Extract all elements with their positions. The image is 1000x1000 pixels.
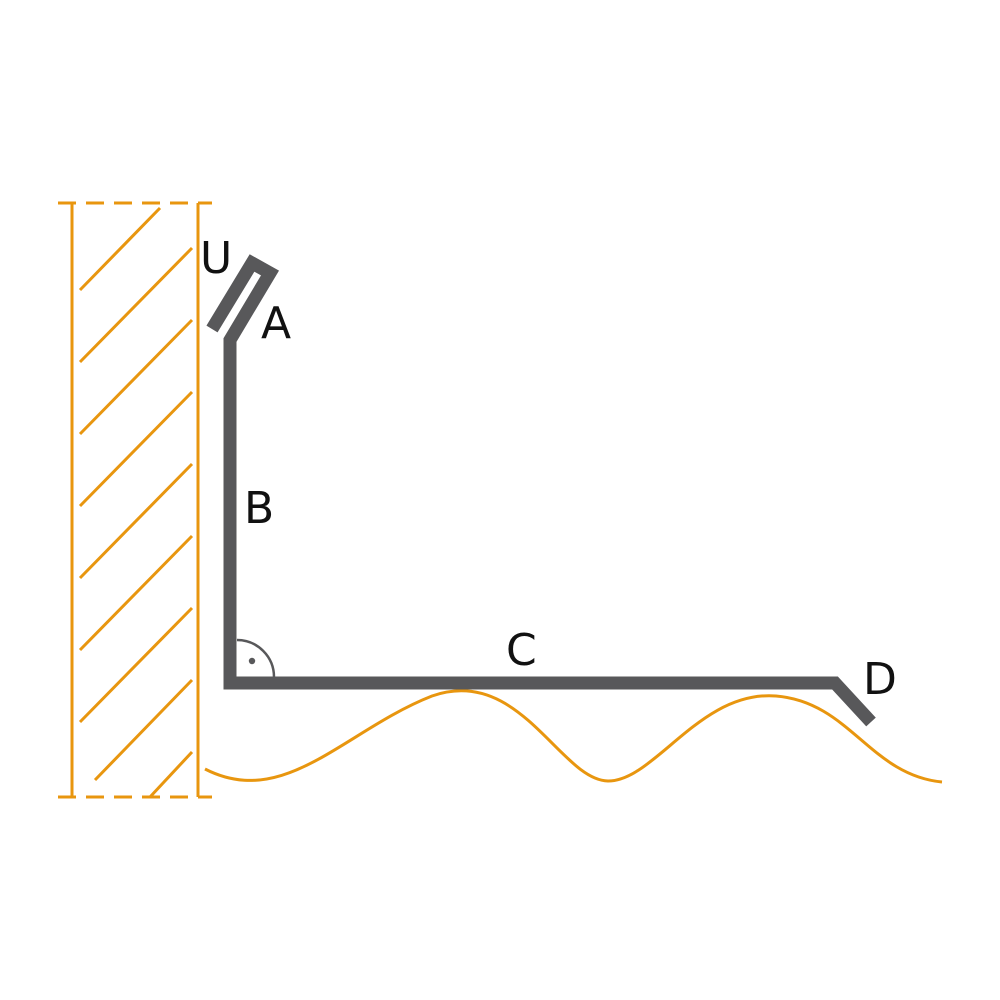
right-angle-marker bbox=[236, 638, 276, 678]
label-d: D bbox=[863, 654, 897, 705]
corrugated-roof-sheet bbox=[204, 689, 943, 784]
wall-section bbox=[58, 201, 212, 799]
label-u: U bbox=[200, 233, 232, 284]
flashing-main-path bbox=[206, 254, 876, 727]
right-angle-dot bbox=[248, 657, 256, 665]
flashing-profile bbox=[206, 254, 876, 727]
label-c: C bbox=[506, 625, 537, 676]
label-b: B bbox=[244, 483, 274, 534]
wall-hatching bbox=[78, 206, 194, 799]
label-a: A bbox=[261, 298, 291, 349]
right-angle-arc bbox=[236, 638, 276, 678]
